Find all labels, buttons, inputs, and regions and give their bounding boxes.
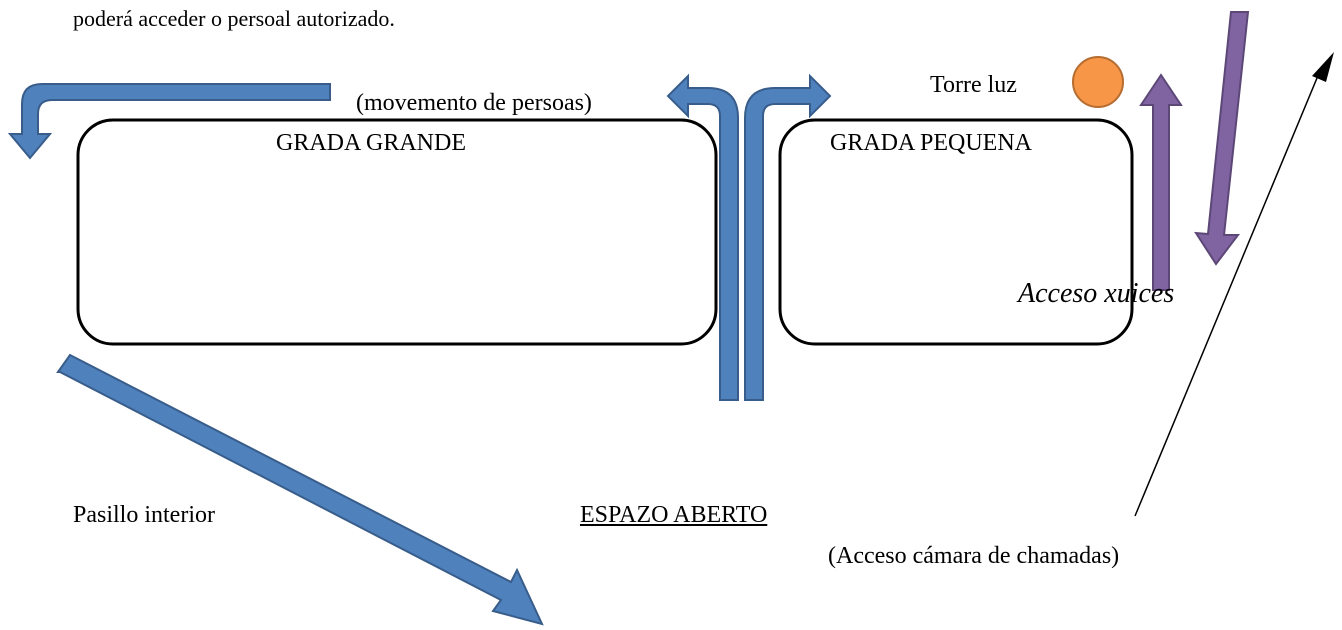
grada-grande-label: GRADA GRANDE — [276, 130, 467, 156]
movement-label: (movemento de persoas) — [356, 90, 592, 116]
acceso-xuices-label: Acceso xuices — [1018, 278, 1175, 309]
top-text: poderá acceder o persoal autorizado. — [73, 6, 395, 31]
center-arrow-left — [666, 73, 739, 401]
purple-arrow-down — [1194, 11, 1250, 266]
camara-access-arrow-line — [1134, 65, 1323, 517]
pasillo-interior-label: Pasillo interior — [73, 502, 215, 528]
torre-luz-label: Torre luz — [930, 72, 1017, 98]
bent-arrow-top-left — [7, 83, 331, 160]
torre-luz-light-icon — [1072, 56, 1124, 108]
espazo-aberto-label: ESPAZO ABERTO — [580, 502, 768, 528]
grada-grande-box — [76, 118, 718, 346]
camara-access-arrowhead — [1312, 52, 1334, 82]
acceso-camara-label: (Acceso cámara de chamadas) — [828, 543, 1120, 569]
grada-pequena-label: GRADA PEQUENA — [830, 130, 1033, 156]
center-arrow-right — [744, 73, 832, 401]
grada-pequena-box — [778, 118, 1134, 346]
diagonal-arrow-pasillo — [56, 353, 544, 626]
purple-arrow-up — [1139, 73, 1183, 291]
